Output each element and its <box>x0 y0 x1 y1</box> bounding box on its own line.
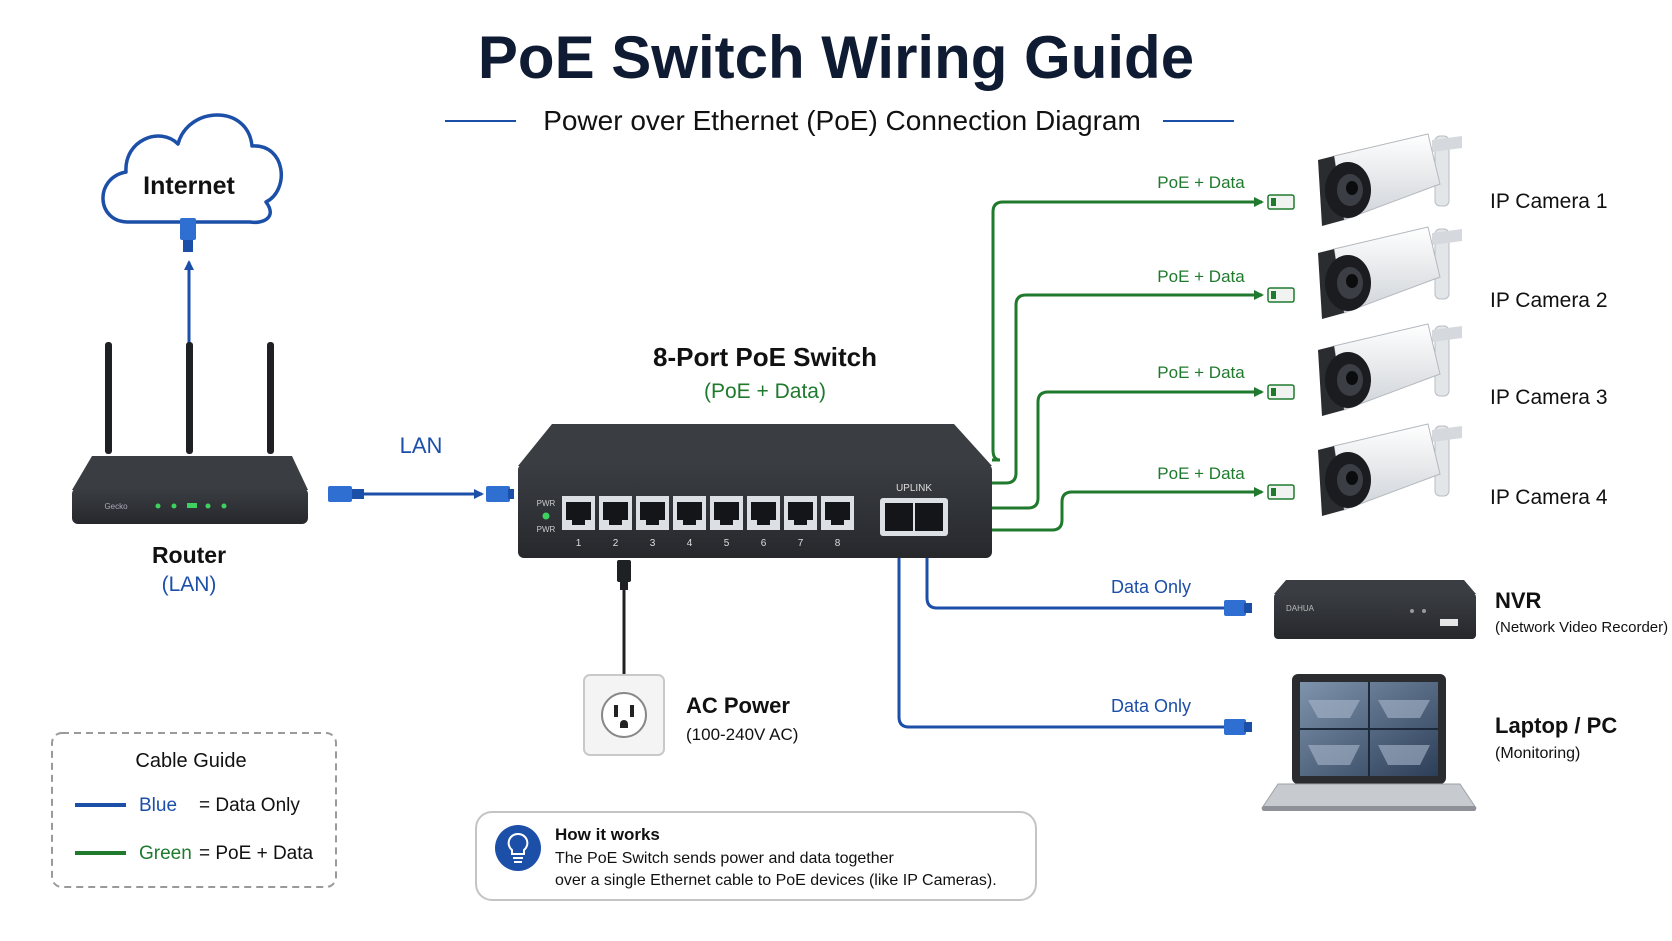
cable-guide-box <box>51 732 337 888</box>
nvr-device <box>1274 580 1476 639</box>
switch-port-group: 1 2 3 4 5 6 7 8 <box>562 496 854 549</box>
switch-port-socket <box>566 502 591 525</box>
rj45-connector-icon <box>180 218 196 252</box>
switch-port-socket <box>825 502 850 525</box>
switch-port-number: 5 <box>724 538 730 549</box>
switch-port-socket <box>603 502 628 525</box>
uplink-label: UPLINK <box>896 483 932 494</box>
rj45-connector-icon <box>486 486 514 502</box>
nvr-sub: (Network Video Recorder) <box>1495 619 1668 636</box>
switch-sub: (PoE + Data) <box>704 380 826 403</box>
ip-camera-2-icon <box>1267 226 1462 319</box>
camera-4-label: IP Camera 4 <box>1490 486 1608 509</box>
uplink-ports <box>880 498 948 536</box>
page-title: PoE Switch Wiring Guide <box>478 24 1194 91</box>
camera-group <box>1267 133 1462 516</box>
switch-port-socket <box>788 502 813 525</box>
router-brand: Gecko <box>104 502 128 511</box>
camera-3-link-label: PoE + Data <box>1157 363 1245 382</box>
cable-laptop <box>897 558 1224 729</box>
cable-camera-3 <box>992 387 1264 510</box>
laptop-link-label: Data Only <box>1111 696 1191 716</box>
ac-power-sub: (100-240V AC) <box>686 725 798 744</box>
camera-2-label: IP Camera 2 <box>1490 289 1608 312</box>
switch-label: 8-Port PoE Switch <box>653 342 877 372</box>
cable-guide-title: Cable Guide <box>135 750 246 772</box>
nvr-brand: DAHUA <box>1286 604 1315 613</box>
cable-camera-1 <box>991 197 1264 462</box>
ip-camera-1-icon <box>1267 133 1462 226</box>
lightbulb-icon <box>495 825 541 871</box>
cloud-icon <box>101 113 283 225</box>
switch-port-number: 8 <box>835 538 841 549</box>
how-it-works-line-1: The PoE Switch sends power and data toge… <box>555 850 895 867</box>
switch-pwr-label: PWR <box>537 499 556 508</box>
switch-port-socket <box>714 502 739 525</box>
cable-camera-4 <box>992 487 1264 532</box>
switch-port-number: 2 <box>613 538 619 549</box>
router-label: Router <box>152 542 226 568</box>
rj45-connector-icon <box>1224 719 1252 735</box>
nvr-label: NVR <box>1495 588 1542 613</box>
cable-camera-2 <box>992 290 1264 485</box>
rj45-connector-icon <box>1224 600 1252 616</box>
ip-camera-3-icon <box>1267 323 1462 416</box>
switch-port-socket <box>751 502 776 525</box>
ip-camera-4-icon <box>1267 423 1462 516</box>
switch-port-number: 7 <box>798 538 804 549</box>
how-it-works-box <box>475 811 1037 901</box>
rj45-connector-icon <box>328 486 364 502</box>
ac-power-label: AC Power <box>686 693 790 718</box>
switch-port-number: 3 <box>650 538 656 549</box>
switch-port-socket <box>640 502 665 525</box>
legend-meaning-blue: = Data Only <box>199 795 300 816</box>
camera-1-link-label: PoE + Data <box>1157 173 1245 192</box>
outlet-icon <box>583 674 665 756</box>
legend-color-green: Green <box>139 843 192 864</box>
switch-port-socket <box>677 502 702 525</box>
legend-color-blue: Blue <box>139 795 177 816</box>
switch-port-number: 4 <box>687 538 693 549</box>
internet-label: Internet <box>143 172 235 200</box>
nvr-link-label: Data Only <box>1111 577 1191 597</box>
router-sub: (LAN) <box>162 573 217 596</box>
router-device <box>72 342 308 524</box>
cable-nvr <box>925 558 1224 610</box>
switch-port-number: 1 <box>576 538 582 549</box>
switch-pwr-label: PWR <box>537 525 556 534</box>
camera-3-label: IP Camera 3 <box>1490 386 1608 409</box>
laptop-label: Laptop / PC <box>1495 713 1617 738</box>
laptop-sub: (Monitoring) <box>1495 745 1580 762</box>
camera-2-link-label: PoE + Data <box>1157 267 1245 286</box>
camera-1-label: IP Camera 1 <box>1490 190 1608 213</box>
how-it-works-line-2: over a single Ethernet cable to PoE devi… <box>555 872 997 889</box>
camera-4-link-label: PoE + Data <box>1157 464 1245 483</box>
how-it-works-title: How it works <box>555 825 660 844</box>
power-plug-icon <box>617 560 631 590</box>
lan-link-label: LAN <box>400 433 443 458</box>
page-subtitle: Power over Ethernet (PoE) Connection Dia… <box>543 105 1141 136</box>
laptop-device <box>1261 674 1477 811</box>
legend-meaning-green: = PoE + Data <box>199 843 314 864</box>
switch-port-number: 6 <box>761 538 767 549</box>
